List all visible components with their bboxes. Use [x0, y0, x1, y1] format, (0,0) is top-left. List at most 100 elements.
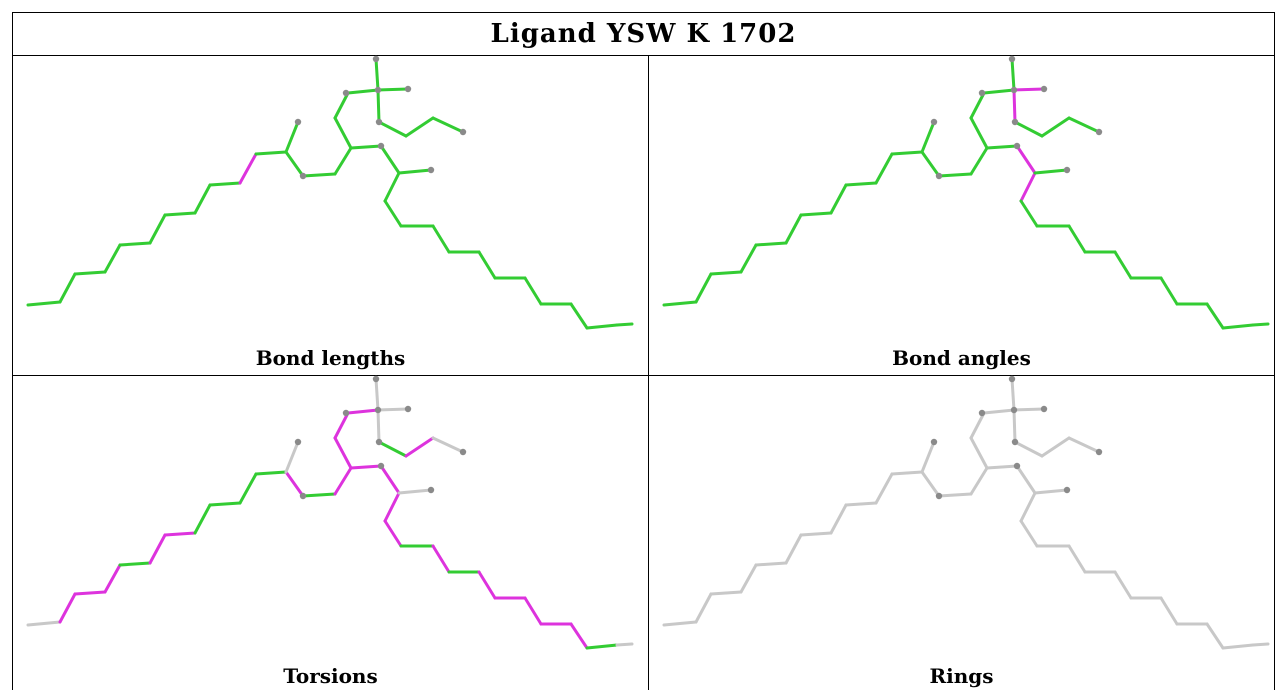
long-chain-bond	[284, 470, 305, 498]
divider-left	[12, 12, 13, 690]
upper-arm-bond	[982, 88, 1016, 95]
chain-bond	[874, 472, 894, 505]
atom-marker	[1008, 55, 1016, 63]
long-chain-bond	[73, 270, 107, 276]
long-arm-bond	[1205, 302, 1225, 330]
chain-bond	[784, 533, 803, 565]
atom-marker	[978, 89, 986, 97]
panel-bond-lengths: Bond lengths	[13, 55, 648, 375]
title-row: Ligand YSW K 1702	[12, 12, 1275, 55]
long-arm-bond	[569, 622, 589, 650]
divider-right	[1274, 12, 1275, 690]
long-arm-bond	[585, 643, 619, 650]
atom-marker	[342, 409, 350, 417]
right-branch-bond	[1033, 168, 1069, 175]
chain-bond	[615, 322, 634, 327]
panel-bond-angles: Bond angles	[649, 55, 1274, 375]
long-chain-bond	[58, 592, 77, 624]
chain-bond	[829, 503, 848, 535]
chain-bond	[374, 57, 380, 92]
chain-bond	[739, 563, 758, 594]
tail-branch-bond	[404, 436, 435, 458]
chain-bond	[1010, 377, 1016, 412]
atom-marker	[372, 375, 380, 383]
chain-bond	[1019, 491, 1037, 523]
linker-bond	[301, 492, 337, 498]
chain-bond	[346, 88, 380, 95]
long-chain-bond	[58, 272, 77, 304]
atom-marker	[374, 86, 382, 94]
long-chain-bond	[739, 243, 758, 274]
long-chain-bond	[148, 213, 167, 245]
chain-bond	[379, 144, 401, 175]
upper-arm-bond	[346, 408, 380, 415]
long-chain-bond	[784, 213, 803, 245]
chain-bond	[985, 464, 1019, 470]
tail-branch-bond	[377, 440, 408, 458]
atom-marker	[1011, 118, 1019, 126]
long-arm-bond	[477, 570, 497, 600]
left-branch-bond	[920, 120, 936, 154]
chain-bond	[982, 408, 1016, 415]
right-branch-bond	[397, 488, 433, 495]
long-chain-bond	[920, 150, 941, 178]
long-chain-bond	[148, 533, 167, 565]
atom-marker	[930, 118, 938, 126]
chain-bond	[569, 302, 589, 330]
long-chain-bond	[118, 241, 152, 247]
upper-arm-bond	[969, 91, 986, 120]
chain-bond	[1015, 464, 1037, 495]
chain-bond	[349, 144, 383, 150]
chain-bond	[662, 620, 698, 627]
long-chain-bond	[254, 470, 288, 476]
caption-rings: Rings	[929, 664, 994, 688]
chain-bond	[1221, 643, 1255, 650]
divider-middle-h	[12, 375, 1275, 376]
long-chain-bond	[208, 501, 242, 507]
chain-bond	[1251, 642, 1270, 647]
long-chain-bond	[890, 150, 924, 156]
long-arm-bond	[523, 596, 543, 626]
tail-branch-bond	[1013, 120, 1044, 138]
long-chain-bond	[694, 272, 713, 304]
tail-branch-bond	[1067, 116, 1101, 134]
chain-bond	[333, 146, 353, 176]
atom-marker	[1095, 448, 1103, 456]
chain-bond	[431, 116, 465, 134]
atom-marker	[375, 118, 383, 126]
tail-branch-bond	[376, 408, 381, 444]
top-branch-bond	[376, 407, 410, 412]
atom-marker	[375, 438, 383, 446]
chain-bond	[754, 561, 788, 567]
long-chain-bond	[163, 531, 197, 537]
long-chain-bond	[193, 503, 212, 535]
long-arm-bond	[383, 519, 403, 548]
tail-branch-bond	[431, 436, 465, 454]
chain-bond	[890, 470, 924, 476]
atom-marker	[1013, 142, 1021, 150]
long-arm-bond	[1019, 199, 1039, 228]
top-up-bond	[1010, 57, 1016, 92]
long-chain-bond	[662, 300, 698, 307]
long-arm-bond	[1019, 171, 1037, 203]
long-arm-bond	[1015, 144, 1037, 175]
left-branch-bond	[284, 440, 300, 474]
chain-bond	[397, 168, 433, 175]
caption-bond-angles: Bond angles	[892, 346, 1031, 370]
atom-marker	[935, 172, 943, 180]
atom-marker	[1013, 462, 1021, 470]
tail-branch-bond	[1040, 116, 1071, 138]
chain-bond	[1113, 570, 1133, 600]
linker-bond	[349, 464, 383, 470]
chain-bond	[1033, 488, 1069, 495]
chain-bond	[1205, 622, 1225, 650]
upper-arm-bond	[969, 116, 989, 150]
chain-bond	[431, 224, 451, 254]
atom-marker	[978, 409, 986, 417]
chain-bond	[376, 88, 381, 124]
long-arm-bond	[383, 491, 401, 523]
long-chain-bond	[284, 150, 305, 178]
linker-bond	[333, 466, 353, 496]
atom-marker	[374, 406, 382, 414]
chain-bond	[284, 120, 300, 154]
